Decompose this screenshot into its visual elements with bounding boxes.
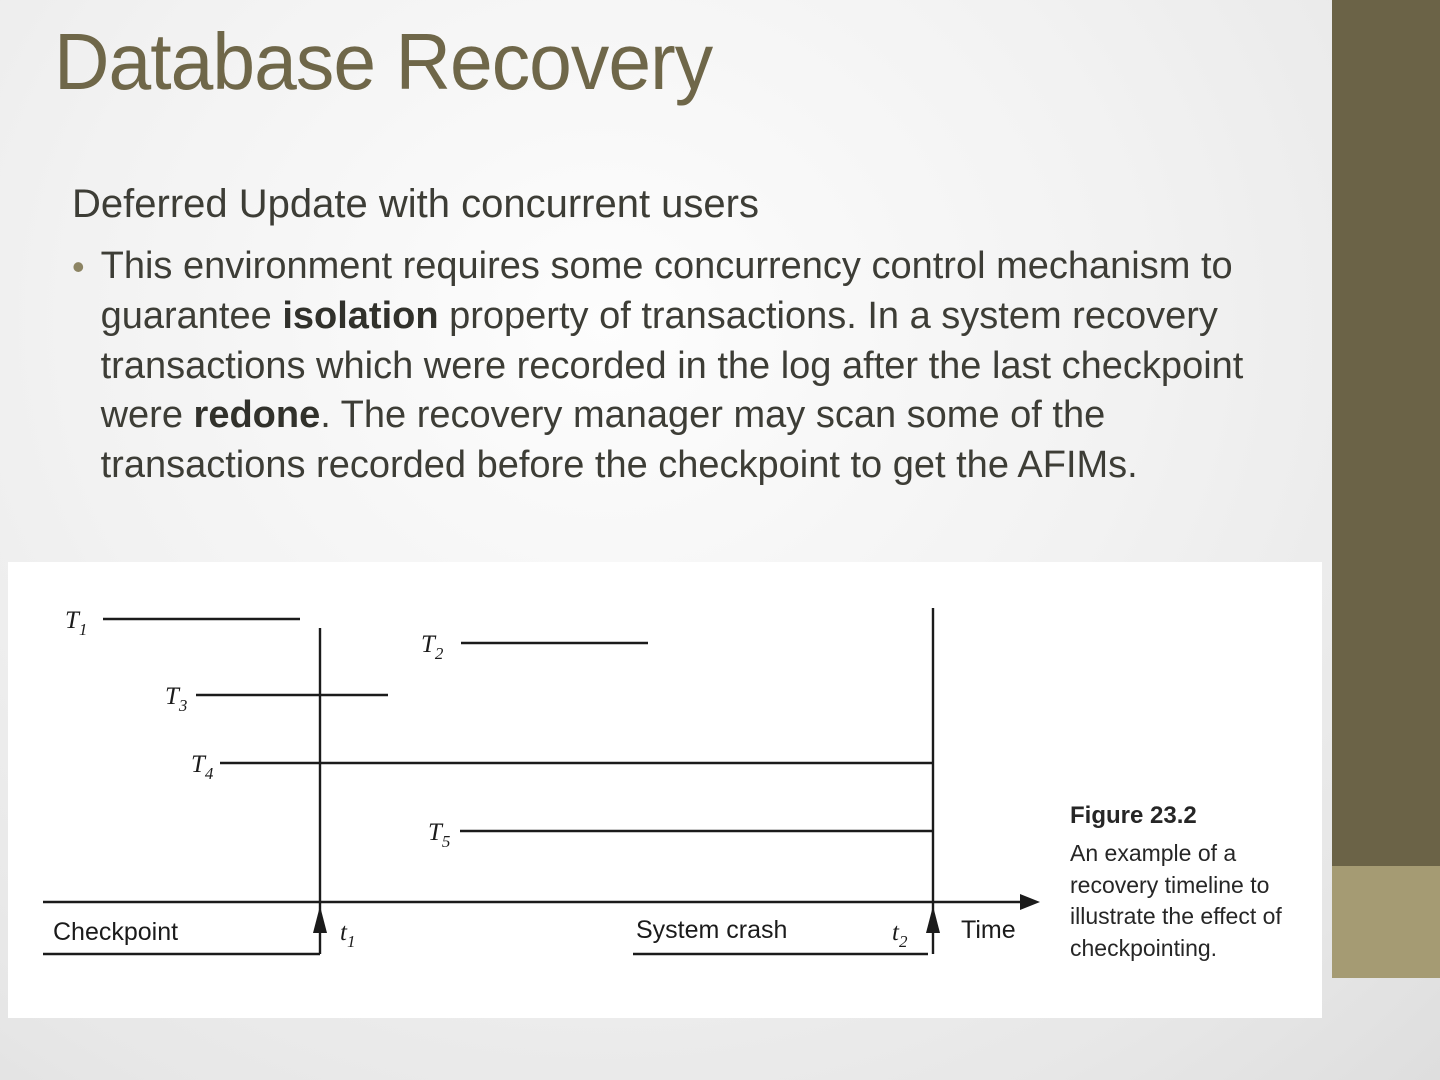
page-title: Database Recovery: [54, 17, 713, 106]
checkpoint-label: Checkpoint: [53, 918, 178, 946]
bullet-segment: . The recovery manager may scan some of …: [100, 394, 1138, 487]
bullet-text: This environment requires some concurren…: [101, 242, 1281, 491]
time-mark-label: t1: [340, 919, 355, 951]
figure-caption-text: An example of a recovery timeline to ill…: [1070, 840, 1282, 962]
time-label: Time: [961, 916, 1016, 944]
bullet-segment: This environment requires some concurren…: [100, 245, 1233, 337]
up-arrowhead: [313, 906, 327, 933]
transaction-label: T1: [65, 607, 87, 639]
bullet-marker: •: [72, 246, 85, 287]
bullet-bold-term: isolation: [282, 294, 439, 337]
up-arrowhead: [926, 906, 940, 933]
right-accent-bar-light: [1332, 866, 1440, 978]
transaction-label: T3: [165, 683, 187, 715]
system-crash-label: System crash: [636, 916, 787, 944]
time-mark-label: t2: [892, 919, 908, 951]
figure-caption: Figure 23.2 An example of a recovery tim…: [1070, 802, 1326, 965]
transaction-label: T2: [421, 631, 444, 663]
transaction-label: T4: [191, 751, 214, 783]
transaction-label: T5: [428, 819, 450, 851]
bullet-segment: property of transactions. In a system re…: [100, 294, 1244, 437]
figure-caption-title: Figure 23.2: [1070, 802, 1197, 829]
right-accent-bar-dark: [1332, 0, 1440, 866]
time-axis-arrowhead: [1020, 894, 1040, 910]
slide-subtitle: Deferred Update with concurrent users: [72, 182, 759, 226]
bullet-bold-term: redone: [193, 394, 321, 437]
bullet-item: • This environment requires some concurr…: [72, 242, 1322, 491]
